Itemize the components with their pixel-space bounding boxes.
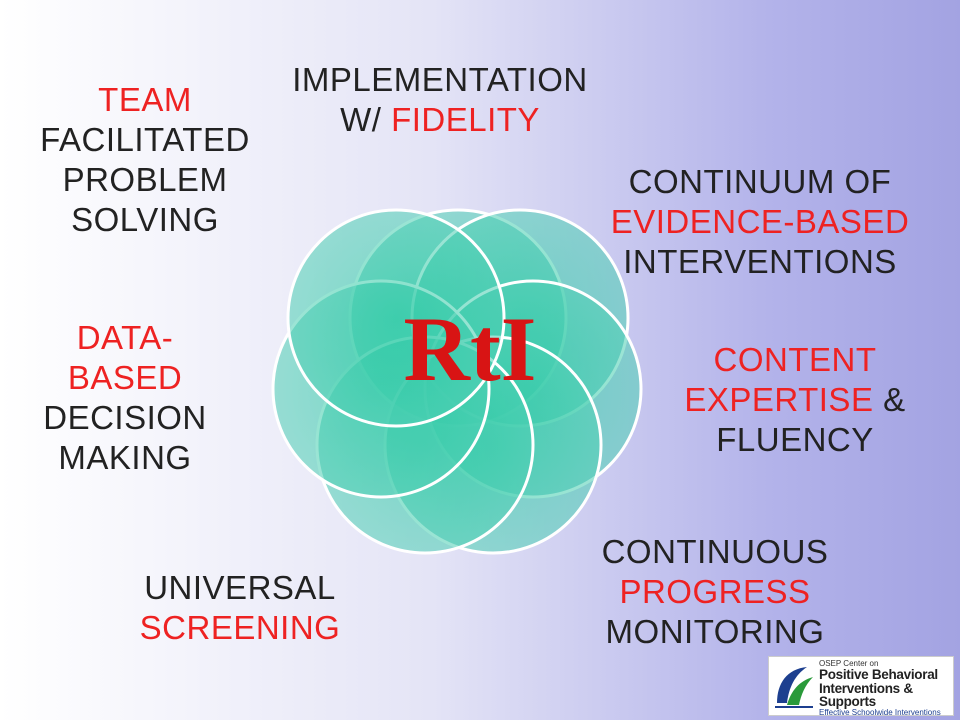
label-continuum-interventions: CONTINUUM OF EVIDENCE-BASED INTERVENTION… — [570, 162, 950, 282]
label-line: MAKING — [58, 439, 192, 476]
label-line: TEAM — [98, 81, 192, 118]
label-line: DATA- — [76, 319, 174, 356]
label-line: INTERVENTIONS — [623, 243, 897, 280]
label-progress-monitoring: CONTINUOUS PROGRESS MONITORING — [560, 532, 870, 652]
label-line: MONITORING — [605, 613, 825, 650]
pbis-logo: OSEP Center on Positive Behavioral Inter… — [768, 656, 954, 716]
label-text-red: FIDELITY — [391, 101, 540, 138]
center-label: RtI — [404, 298, 537, 400]
label-line: CONTENT — [713, 341, 877, 378]
label-line: SCREENING — [139, 609, 341, 646]
label-line: IMPLEMENTATION — [292, 61, 588, 98]
label-line: BASED — [67, 359, 183, 396]
label-line: EVIDENCE-BASED — [610, 203, 910, 240]
label-line: EXPERTISE & — [640, 380, 950, 420]
label-data-based-decision-making: DATA- BASED DECISION MAKING — [10, 318, 240, 478]
label-line: SOLVING — [71, 201, 219, 238]
label-team-problem-solving: TEAM FACILITATED PROBLEM SOLVING — [10, 80, 280, 240]
petal-top-left — [286, 208, 506, 428]
label-content-expertise: CONTENT EXPERTISE & FLUENCY — [640, 340, 950, 460]
pbis-logo-mark-icon — [775, 667, 813, 708]
label-universal-screening: UNIVERSAL SCREENING — [100, 568, 380, 648]
logo-line: Effective Schoolwide Interventions — [819, 707, 941, 717]
label-implementation-fidelity: IMPLEMENTATION W/ FIDELITY — [250, 60, 630, 140]
pbis-logo-text: OSEP Center on Positive Behavioral Inter… — [819, 660, 953, 717]
label-text: & — [873, 381, 906, 418]
label-line: FLUENCY — [716, 421, 874, 458]
label-line: CONTINUUM OF — [628, 163, 892, 200]
label-text: W/ — [340, 101, 392, 138]
logo-line: Interventions & Supports — [819, 680, 913, 709]
label-line: UNIVERSAL — [144, 569, 336, 606]
label-line: CONTINUOUS — [601, 533, 829, 570]
label-line: FACILITATED — [40, 121, 250, 158]
label-line: DECISION — [43, 399, 207, 436]
label-line: W/ FIDELITY — [250, 100, 630, 140]
logo-line: Positive Behavioral — [819, 667, 938, 682]
label-line: PROGRESS — [619, 573, 811, 610]
logo-line: OSEP Center on — [819, 659, 879, 668]
label-line: PROBLEM — [62, 161, 228, 198]
label-text-red: EXPERTISE — [684, 381, 874, 418]
